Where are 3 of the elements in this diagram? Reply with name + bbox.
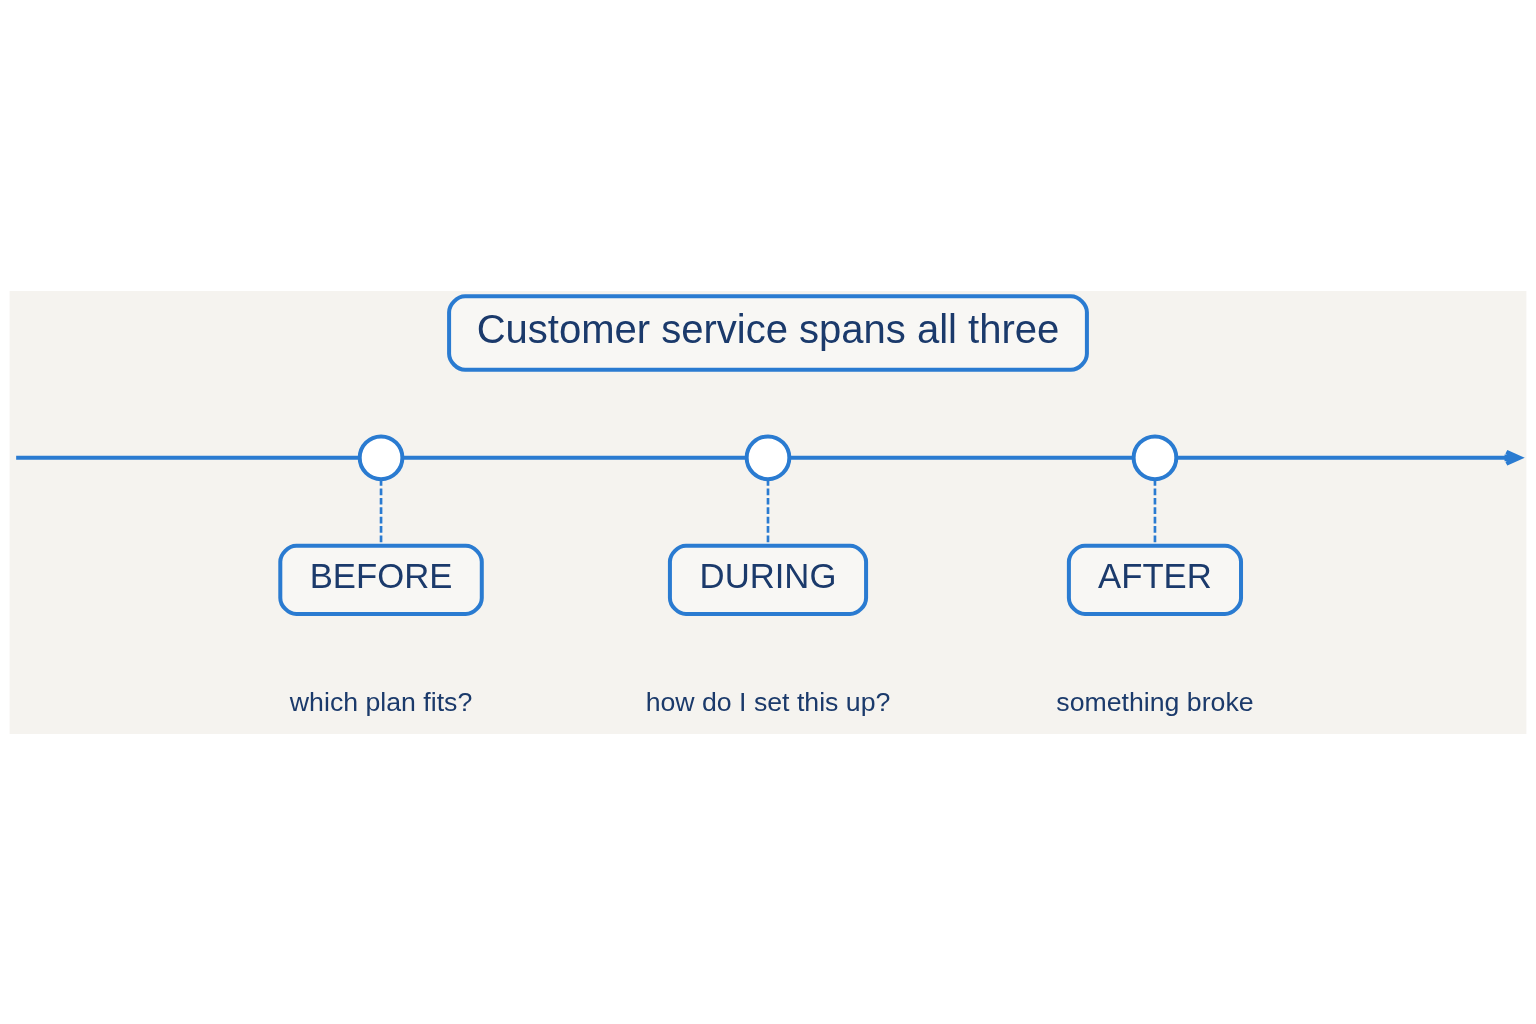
node-label: which plan fits?	[289, 686, 473, 717]
node-label: something broke	[1056, 686, 1254, 717]
node-label: how do I set this up?	[645, 686, 891, 717]
